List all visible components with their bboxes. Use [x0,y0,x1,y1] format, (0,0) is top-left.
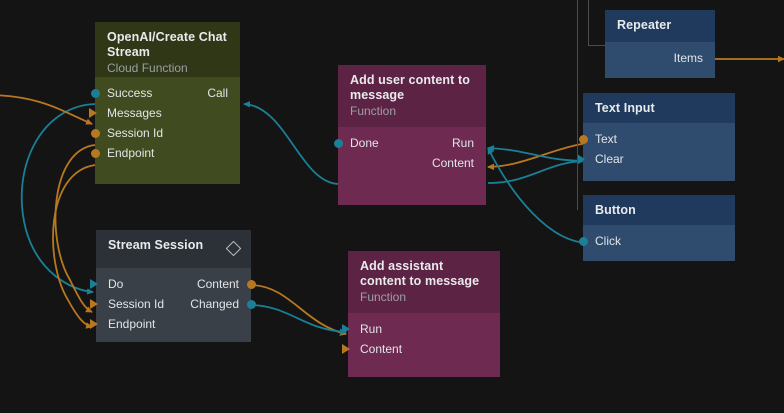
wire-w-content-to-assist[interactable] [250,284,347,336]
node-header-button[interactable]: Button [583,195,735,225]
wire-w-click-to-run[interactable] [487,147,590,244]
node-title: Stream Session [108,238,204,252]
port-row: Done Run [333,133,486,153]
node-header-text-input[interactable]: Text Input [583,93,735,123]
input-port-arrow-icon[interactable] [90,279,98,289]
input-port-label-clear[interactable]: Clear [595,152,624,166]
input-port-dot-icon[interactable] [578,134,588,144]
port-row: Success Call [90,83,240,103]
group-bracket [588,0,605,46]
output-port-label-changed[interactable]: Changed [190,297,239,311]
input-port-arrow-icon[interactable] [342,344,350,354]
port-row: Messages [89,103,240,123]
input-port-label-content[interactable]: Content [360,342,403,356]
node-header-repeater[interactable]: Repeater [605,10,715,42]
wire-w-textinput-to-run[interactable] [487,145,584,162]
output-port-label-content[interactable]: Content [431,156,474,170]
input-port-label-do[interactable]: Do [108,277,124,291]
input-port-label-session-id[interactable]: Session Id [107,126,164,140]
wire-w-done-to-call[interactable] [243,101,339,185]
node-title: Repeater [617,18,672,32]
input-port-arrow-icon[interactable] [577,154,585,164]
node-subtitle: Function [350,104,397,118]
wire-w-changed-to-assistrun[interactable] [250,304,347,335]
port-row: Run [342,319,500,339]
node-subtitle: Cloud Function [107,61,188,75]
node-title: OpenAI/Create Chat Stream [107,30,227,59]
output-port-dot-icon[interactable] [246,299,256,309]
port-row: Click [578,231,735,251]
node-body-repeater: Items [605,42,715,78]
input-port-label-done[interactable]: Done [350,136,379,150]
output-port-label-run[interactable]: Run [451,136,474,150]
node-subtitle: Function [360,290,407,304]
wire-w-left-endpoint[interactable] [52,164,96,329]
node-header-stream-session[interactable]: Stream Session [96,230,251,268]
port-row: Session Id Changed [90,294,256,314]
port-row: Content [342,339,500,359]
output-port-label-call[interactable]: Call [207,86,228,100]
output-port-label-content[interactable]: Content [196,277,239,291]
port-row: Text [578,129,735,149]
input-port-arrow-icon[interactable] [342,324,350,334]
input-port-label-messages[interactable]: Messages [107,106,162,120]
node-title: Button [595,203,636,217]
input-port-arrow-icon[interactable] [90,299,98,309]
input-port-label-text[interactable]: Text [595,132,618,146]
input-port-label-click[interactable]: Click [595,234,621,248]
group-edge-line [576,0,578,210]
wire-w-left-success-loop[interactable] [20,103,96,295]
input-port-dot-icon[interactable] [90,148,100,158]
port-row: Items [605,48,715,68]
node-body-button: Click [578,225,735,261]
node-title: Add assistant content to message [360,259,480,288]
wire-w-left-messages[interactable] [0,94,93,125]
input-port-label-run[interactable]: Run [360,322,383,336]
input-port-label-endpoint[interactable]: Endpoint [107,146,155,160]
input-port-arrow-icon[interactable] [89,108,97,118]
input-port-dot-icon[interactable] [90,128,100,138]
port-row: Endpoint [90,143,240,163]
output-port-dot-icon[interactable] [246,279,256,289]
input-port-dot-icon[interactable] [333,138,343,148]
port-row: Session Id [90,123,240,143]
node-title: Add user content to message [350,73,470,102]
input-port-arrow-icon[interactable] [90,319,98,329]
port-row: Endpoint [90,314,251,334]
input-port-label-session-id[interactable]: Session Id [108,297,165,311]
input-port-label-success[interactable]: Success [107,86,153,100]
input-port-dot-icon[interactable] [90,88,100,98]
input-port-dot-icon[interactable] [578,236,588,246]
port-row: Content [338,153,486,173]
output-port-label-items[interactable]: Items [673,51,703,65]
port-row: Clear [577,149,735,169]
input-port-label-endpoint[interactable]: Endpoint [108,317,156,331]
wire-w-done-to-clear[interactable] [487,158,584,184]
port-row: Do Content [90,274,256,294]
node-title: Text Input [595,101,655,115]
